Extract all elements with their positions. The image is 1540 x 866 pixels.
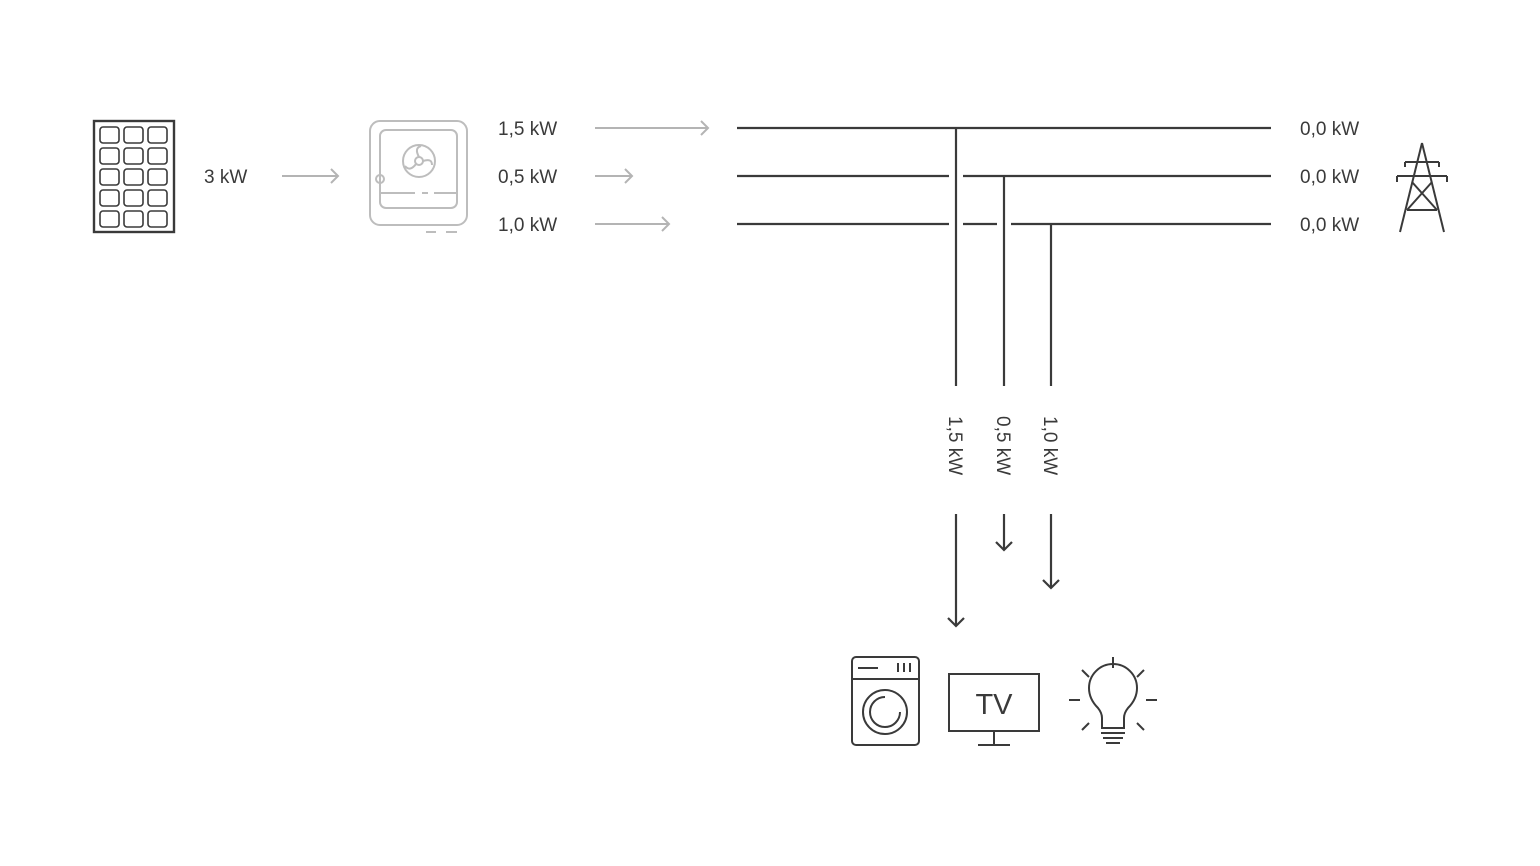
phase-arrow: [595, 216, 671, 232]
pv-output-label: 3 kW: [204, 167, 247, 188]
inverter-icon: [369, 120, 468, 233]
grid-value-label: 0,0 kW: [1300, 119, 1359, 140]
phase-bus-lines: [737, 126, 1271, 226]
grid-value-label: 0,0 kW: [1300, 167, 1359, 188]
inverter-output-label: 1,5 kW: [498, 119, 557, 140]
solar-panel-icon: [92, 119, 176, 234]
load-value-label: 1,0 kW: [1039, 416, 1060, 475]
television-icon: TV: [948, 673, 1040, 746]
power-pylon-icon: [1396, 142, 1448, 233]
grid-value-label: 0,0 kW: [1300, 215, 1359, 236]
load-arrow: [1042, 514, 1060, 590]
load-arrow: [995, 514, 1013, 552]
load-drop-lines: [954, 128, 1053, 386]
phase-arrow: [595, 168, 634, 184]
inverter-output-label: 1,0 kW: [498, 215, 557, 236]
tv-label: TV: [975, 689, 1013, 721]
light-bulb-icon: [1069, 657, 1157, 744]
load-value-label: 1,5 kW: [944, 416, 965, 475]
washing-machine-icon: [851, 656, 920, 746]
pv-arrow: [282, 168, 340, 184]
load-value-label: 0,5 kW: [992, 416, 1013, 475]
inverter-output-label: 0,5 kW: [498, 167, 557, 188]
phase-arrow: [595, 120, 710, 136]
load-arrow: [947, 514, 965, 628]
